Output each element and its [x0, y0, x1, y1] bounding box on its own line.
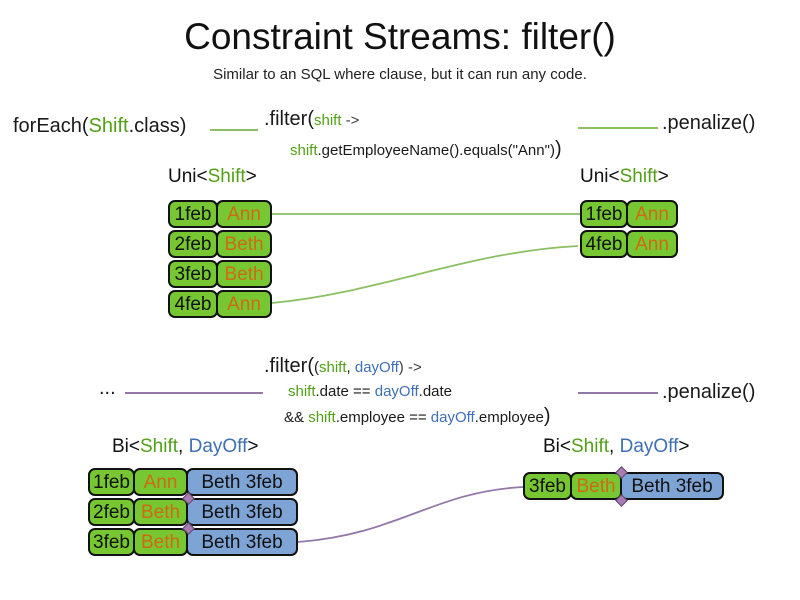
uni-shift-label-left: Uni<Shift> [168, 166, 257, 188]
label-token: > [245, 166, 257, 187]
code-token: .employee == [335, 409, 431, 426]
code-token: .class) [128, 115, 187, 137]
shift-date-cell: 4feb [580, 230, 628, 258]
label-token-dayoff: DayOff [619, 436, 679, 457]
code-token: forEach( [13, 115, 89, 137]
bi-shift-dayoff-label-right: Bi<Shift, DayOff> [543, 436, 689, 458]
code-token: .filter( [264, 355, 314, 377]
label-token-shift: Shift [571, 436, 610, 457]
label-token: > [678, 436, 690, 457]
code-token: .date == [315, 383, 375, 400]
label-token: Uni< [580, 166, 620, 187]
code-token-arrow: ) -> [398, 359, 422, 376]
code-token-shift-param: shift [290, 142, 318, 159]
code-token: .getEmployeeName().equals("Ann") [317, 142, 555, 159]
shift-date-cell: 4feb [168, 290, 218, 318]
code-token: ( [314, 359, 319, 376]
label-token: Uni< [168, 166, 208, 187]
dayoff-cell: Beth 3feb [620, 472, 724, 500]
label-token: , [178, 436, 189, 457]
code-token-shift-param: shift [288, 383, 316, 400]
page-title: Constraint Streams: filter() [184, 16, 616, 57]
code-token-dayoff-param: dayOff [430, 409, 475, 426]
label-token: > [247, 436, 259, 457]
uni-shift-label-right: Uni<Shift> [580, 166, 669, 188]
shift-employee-cell: Ann [216, 290, 272, 318]
dayoff-cell: Beth 3feb [186, 528, 298, 556]
dayoff-cell: Beth 3feb [186, 498, 298, 526]
shift-employee-cell: Beth [133, 498, 188, 526]
shift-date-cell: 3feb [523, 472, 572, 500]
code-token-arrow: -> [341, 112, 360, 129]
shift-employee-cell: Beth [570, 472, 622, 500]
code-token: && [284, 409, 309, 426]
shift-date-cell: 2feb [88, 498, 135, 526]
code-foreach: forEach(Shift.class) [13, 115, 186, 138]
code-token: , [346, 359, 355, 376]
code-token-close-paren: ) [554, 138, 562, 160]
shift-employee-cell: Beth [216, 230, 272, 258]
label-token-dayoff: DayOff [188, 436, 248, 457]
code-token: .date [418, 383, 453, 400]
code-token-dayoff-param: dayOff [374, 383, 419, 400]
code-filter-bottom-line2: shift.date == dayOff.date [288, 383, 452, 400]
code-token-shift-param: shift [319, 359, 347, 376]
shift-employee-cell: Beth [216, 260, 272, 288]
code-token-shift-param: shift [308, 409, 336, 426]
code-penalize-bottom: .penalize() [662, 381, 756, 403]
code-token-dayoff-param: dayOff [354, 359, 399, 376]
line-match-4feb [271, 245, 579, 304]
shift-employee-cell: Ann [626, 230, 678, 258]
code-token-shift-class: Shift [88, 115, 129, 137]
shift-date-cell: 1feb [88, 468, 135, 496]
shift-date-cell: 3feb [168, 260, 218, 288]
shift-date-cell: 1feb [580, 200, 628, 228]
label-token: , [609, 436, 620, 457]
code-filter-bottom-line1: .filter((shift, dayOff) -> [264, 355, 422, 378]
code-source-bottom: ... [99, 377, 116, 399]
label-token: Bi< [112, 436, 140, 457]
shift-employee-cell: Ann [626, 200, 678, 228]
code-token: .filter( [264, 108, 314, 130]
label-token-shift: Shift [619, 166, 658, 187]
shift-date-cell: 3feb [88, 528, 135, 556]
line-match-3feb-pair [297, 486, 524, 543]
label-token: > [657, 166, 669, 187]
bi-shift-dayoff-label-left: Bi<Shift, DayOff> [112, 436, 258, 458]
label-token: Bi< [543, 436, 571, 457]
code-token-shift-param: shift [314, 112, 342, 129]
shift-employee-cell: Beth [133, 528, 188, 556]
shift-date-cell: 1feb [168, 200, 218, 228]
code-token: .employee [474, 409, 544, 426]
shift-employee-cell: Ann [216, 200, 272, 228]
dayoff-cell: Beth 3feb [186, 468, 298, 496]
code-token-close-paren: ) [543, 405, 551, 427]
code-penalize-top: .penalize() [662, 112, 756, 134]
label-token-shift: Shift [140, 436, 179, 457]
shift-date-cell: 2feb [168, 230, 218, 258]
subtitle: Similar to an SQL where clause, but it c… [213, 66, 587, 83]
shift-employee-cell: Ann [133, 468, 188, 496]
code-filter-top-line2: shift.getEmployeeName().equals("Ann")) [290, 138, 562, 161]
code-filter-top-line1: .filter(shift -> [264, 108, 359, 131]
code-filter-bottom-line3: && shift.employee == dayOff.employee) [284, 405, 551, 428]
label-token-shift: Shift [207, 166, 246, 187]
